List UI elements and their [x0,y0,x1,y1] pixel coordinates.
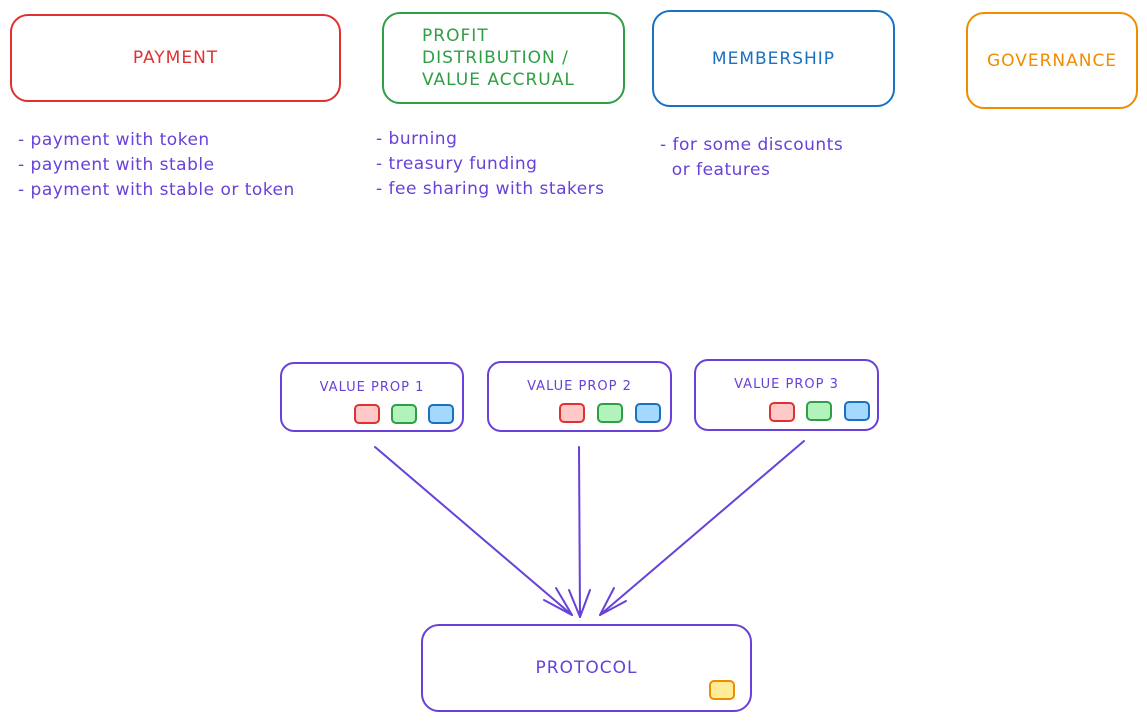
profit-distribution-box: PROFIT DISTRIBUTION / VALUE ACCRUAL [382,12,625,104]
membership-note: - for some discounts [660,135,844,155]
membership-notes: - for some discounts or features [660,133,843,183]
profit-note: - treasury funding [376,154,538,174]
value-prop-2-box: VALUE PROP 2 [487,361,672,432]
profit-chip [806,401,832,421]
value-prop-3-label: VALUE PROP 3 [734,377,839,392]
arrowhead [568,589,591,618]
membership-box: MEMBERSHIP [652,10,895,107]
protocol-box: PROTOCOL [421,624,752,712]
arrow-vp3-to-protocol [599,440,805,616]
payment-note: - payment with stable [18,155,215,175]
profit-note: - fee sharing with stakers [376,179,605,199]
value-prop-3-box: VALUE PROP 3 [694,359,879,431]
arrow-vp2-to-protocol [578,446,581,618]
payment-box: PAYMENT [10,14,341,102]
profit-notes: - burning - treasury funding - fee shari… [376,127,605,202]
arrowhead [543,587,573,616]
governance-title: GOVERNANCE [986,50,1118,71]
membership-note: or features [660,160,771,180]
payment-title: PAYMENT [132,48,219,68]
value-prop-1-box: VALUE PROP 1 [280,362,464,432]
membership-title: MEMBERSHIP [711,48,836,69]
membership-chip [428,404,454,424]
profit-note: - burning [376,129,458,149]
payment-notes: - payment with token - payment with stab… [18,128,295,203]
protocol-label: PROTOCOL [535,658,638,678]
value-prop-1-label: VALUE PROP 1 [319,380,425,395]
payment-chip [354,404,380,424]
payment-chip [559,403,585,423]
membership-chip [844,401,870,421]
payment-note: - payment with token [18,130,210,150]
arrowhead [599,587,627,616]
profit-distribution-title: PROFIT DISTRIBUTION / VALUE ACCRUAL [422,26,575,90]
governance-chip [709,680,735,700]
arrow-vp1-to-protocol [374,446,573,616]
governance-box: GOVERNANCE [966,12,1138,109]
value-prop-2-label: VALUE PROP 2 [527,379,632,394]
payment-chip [769,402,795,422]
membership-chip [635,403,661,423]
payment-note: - payment with stable or token [18,180,295,200]
profit-chip [597,403,623,423]
profit-chip [391,404,417,424]
